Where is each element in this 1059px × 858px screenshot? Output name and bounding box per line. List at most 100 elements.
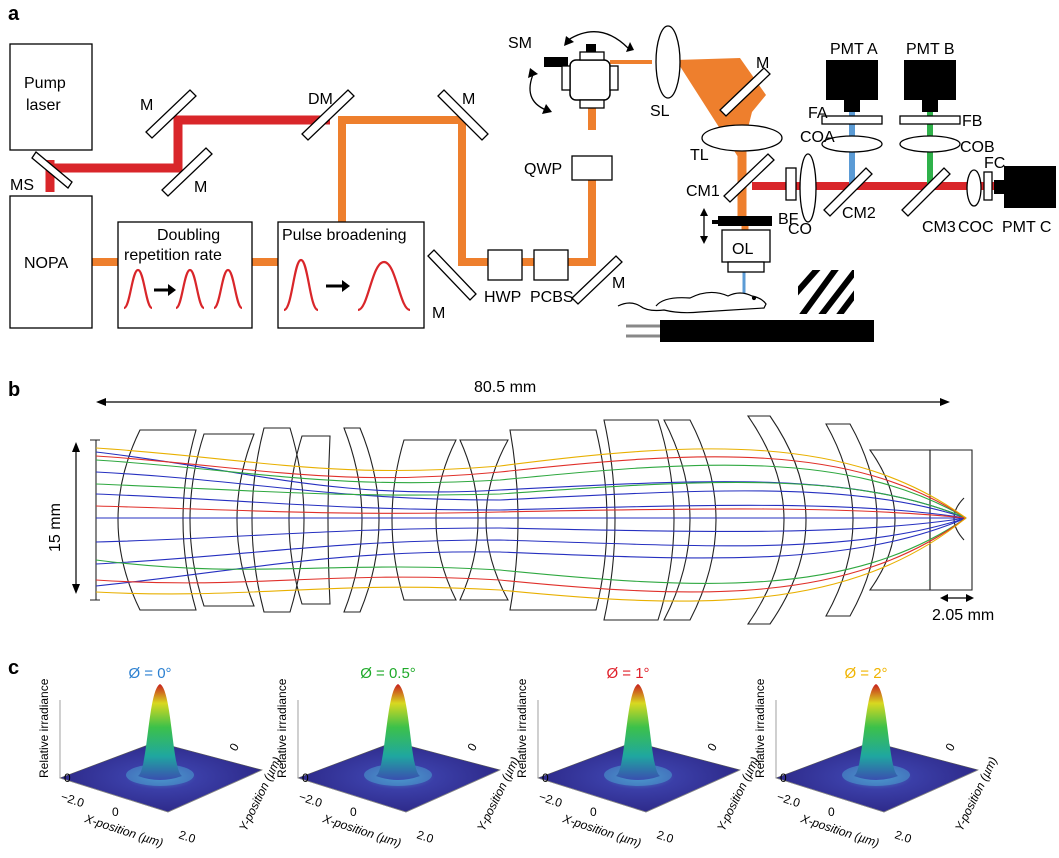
relative-irradiance-label: Relative irradiance xyxy=(753,678,767,778)
mirror-6 xyxy=(719,67,771,117)
scan-mirror xyxy=(528,31,634,114)
tl-label: TL xyxy=(690,147,709,164)
pump-laser-label-1: Pump xyxy=(24,75,66,92)
x-tick-zero: 0 xyxy=(828,805,835,819)
doubling-pulses xyxy=(122,268,244,310)
mirror-5 xyxy=(571,255,623,305)
m-label-4: M xyxy=(432,305,445,322)
qwp-label: QWP xyxy=(524,161,562,178)
dm-label: DM xyxy=(308,91,333,108)
coa-lens xyxy=(821,135,883,153)
z-tick-0: 0 xyxy=(302,771,309,785)
x-tick-neg: −2.0 xyxy=(775,790,802,811)
cm1-label: CM1 xyxy=(686,183,720,200)
psf-peak xyxy=(376,684,420,780)
x-tick-neg: −2.0 xyxy=(297,790,324,811)
pmt-b-detector xyxy=(904,60,956,112)
tube-lens xyxy=(701,124,783,152)
panel-c-label: c xyxy=(8,657,19,679)
pulse-broadening-box xyxy=(277,221,425,329)
sl-label: SL xyxy=(650,103,670,120)
height-label: 15 mm xyxy=(47,503,64,552)
pump-laser-box xyxy=(9,43,93,151)
hwp-label: HWP xyxy=(484,289,521,306)
fc-filter xyxy=(983,171,993,201)
coc-label: COC xyxy=(958,219,994,236)
nopa-label: NOPA xyxy=(24,255,68,272)
pulse-broadening-label: Pulse broadening xyxy=(282,227,407,244)
relative-irradiance-label: Relative irradiance xyxy=(37,678,51,778)
mirrors xyxy=(31,67,951,305)
y-tick-zero: 0 xyxy=(704,740,720,753)
psf-title: Ø = 0° xyxy=(128,665,171,682)
m-label-2: M xyxy=(194,179,207,196)
pcbs-label: PCBS xyxy=(530,289,574,306)
z-tick-0: 0 xyxy=(64,771,71,785)
fc-label: FC xyxy=(984,155,1005,172)
cm2-mirror xyxy=(823,167,873,217)
x-tick-pos: 2.0 xyxy=(415,828,436,847)
panel-b-label: b xyxy=(8,379,20,401)
ms-mirror xyxy=(31,151,73,189)
m-label-1: M xyxy=(140,97,153,114)
psf-plots: Ø = 0° Relative irradiance 0 −2.0 0 2.0 X-posi… xyxy=(37,665,1000,850)
z-tick-0: 0 xyxy=(780,771,787,785)
bf-filter xyxy=(785,167,797,201)
cm3-mirror xyxy=(901,167,951,217)
stripe-pattern xyxy=(798,270,854,314)
x-tick-zero: 0 xyxy=(350,805,357,819)
qwp-box xyxy=(571,155,613,181)
psf-plot-3: Ø = 2° Relative irradiance 0 −2.0 0 2.0 X-posi… xyxy=(753,665,1000,850)
panel-a-label: a xyxy=(8,3,20,25)
x-axis-label: X-position (µm) xyxy=(798,811,881,850)
cob-lens xyxy=(899,135,961,153)
hwp-box xyxy=(487,249,523,281)
psf-peak xyxy=(616,684,660,780)
x-tick-pos: 2.0 xyxy=(655,828,676,847)
wd-label: 2.05 mm xyxy=(932,607,994,624)
nopa-box xyxy=(9,195,93,329)
bf-label: BF xyxy=(778,211,799,228)
pmt-a-detector xyxy=(826,60,878,112)
cm2-label: CM2 xyxy=(842,205,876,222)
pmt-a-label: PMT A xyxy=(830,41,878,58)
platform xyxy=(660,320,874,342)
mirror-1 xyxy=(145,89,197,139)
fa-filter xyxy=(821,115,883,125)
relative-irradiance-label: Relative irradiance xyxy=(515,678,529,778)
sm-label: SM xyxy=(508,35,532,52)
fa-label: FA xyxy=(808,105,828,122)
x-tick-pos: 2.0 xyxy=(893,828,914,847)
y-tick-zero: 0 xyxy=(942,740,958,753)
coa-label: COA xyxy=(800,129,835,146)
z-tick-0: 0 xyxy=(542,771,549,785)
cob-label: COB xyxy=(960,139,995,156)
y-tick-zero: 0 xyxy=(464,740,480,753)
m-label-3: M xyxy=(462,91,475,108)
x-tick-zero: 0 xyxy=(590,805,597,819)
length-label: 80.5 mm xyxy=(474,379,536,396)
fb-filter xyxy=(899,115,961,125)
mirror-3 xyxy=(437,89,489,141)
fb-label: FB xyxy=(962,113,982,130)
psf-title: Ø = 2° xyxy=(844,665,887,682)
cm3-label: CM3 xyxy=(922,219,956,236)
co-lens xyxy=(799,153,817,223)
x-tick-neg: −2.0 xyxy=(537,790,564,811)
x-axis-label: X-position (µm) xyxy=(560,811,643,850)
dm-mirror xyxy=(301,89,355,141)
ol-label: OL xyxy=(732,241,753,258)
pmt-b-label: PMT B xyxy=(906,41,955,58)
m-label-5: M xyxy=(612,275,625,292)
relative-irradiance-label: Relative irradiance xyxy=(275,678,289,778)
mirror-2 xyxy=(161,147,213,197)
ray-fans xyxy=(95,447,967,602)
doubling-label-2: repetition rate xyxy=(124,247,222,264)
mirror-4 xyxy=(427,249,477,301)
y-tick-zero: 0 xyxy=(226,740,242,753)
x-axis-label: X-position (µm) xyxy=(82,811,165,850)
ms-label: MS xyxy=(10,177,34,194)
